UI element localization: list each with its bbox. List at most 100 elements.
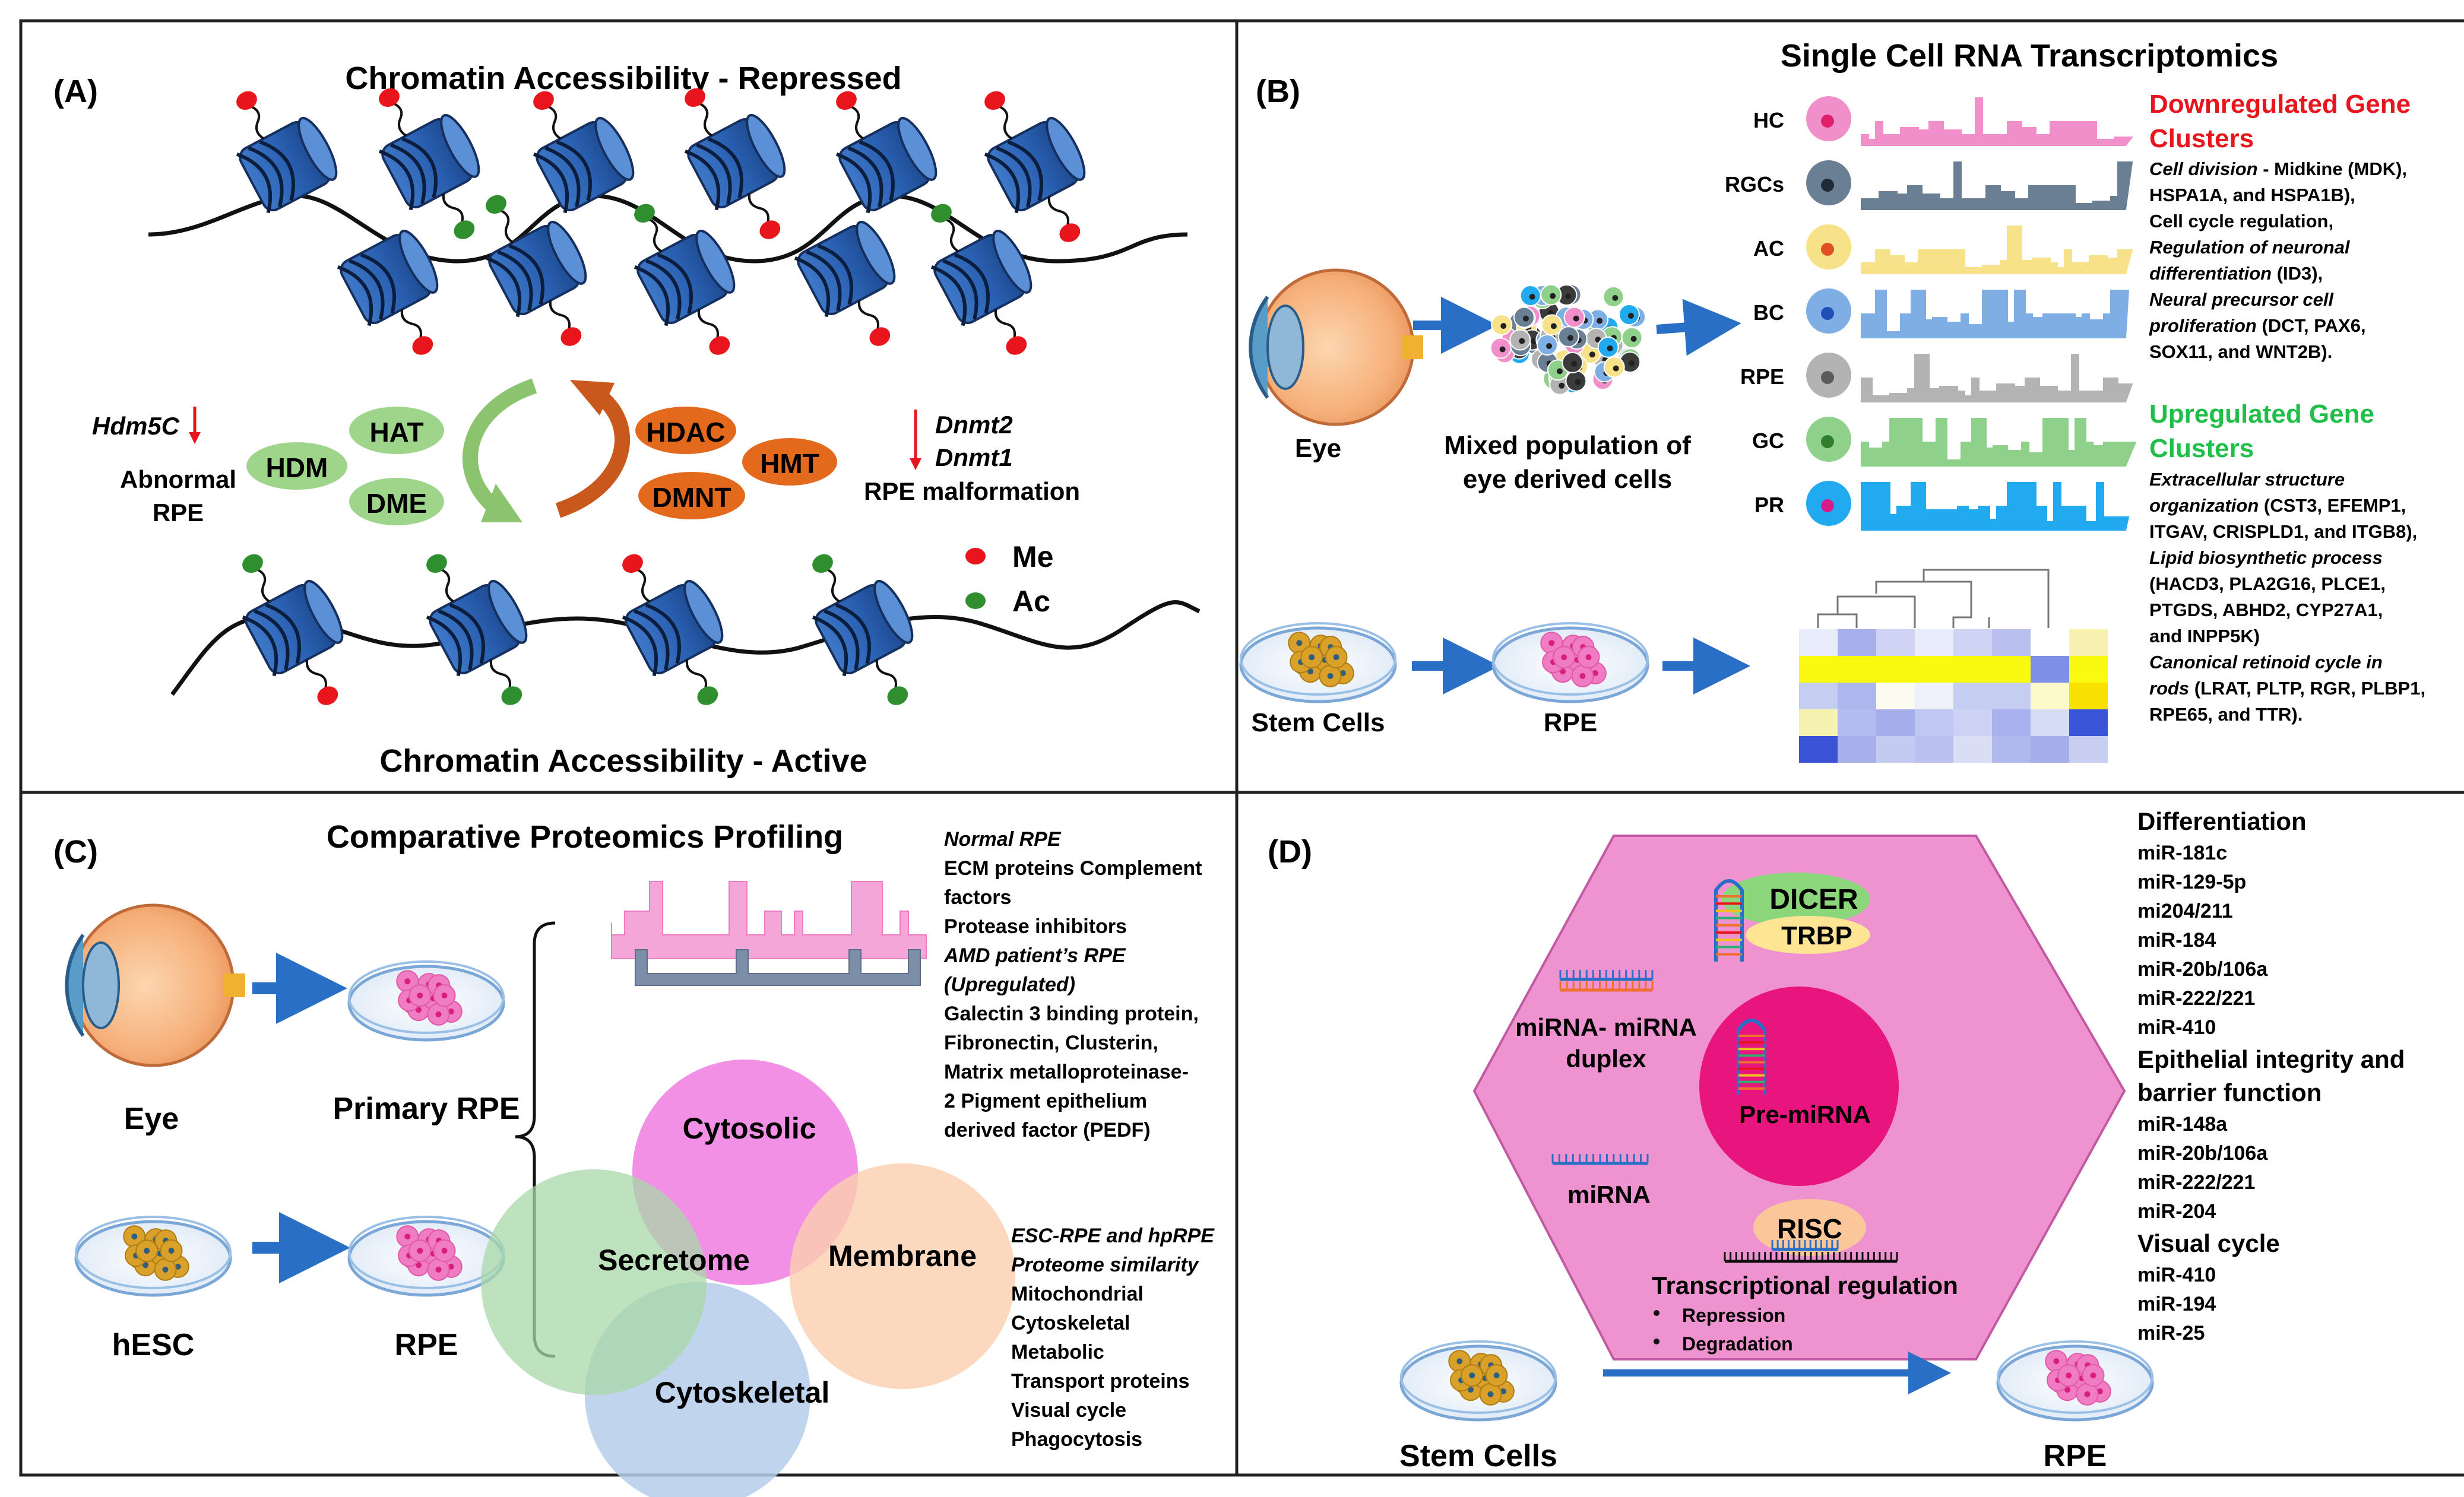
cluster-cell-nucleus [1529, 294, 1535, 300]
nucleosome [835, 91, 938, 214]
dna-wrap [794, 256, 831, 318]
methyl-mark [836, 91, 857, 110]
heatmap-cell [2031, 656, 2069, 683]
heatmap-cell [1953, 656, 1992, 683]
mirna-item: miR-20b/106a [2137, 1142, 2268, 1165]
gene-list-line: Lipid biosynthetic process [2149, 547, 2383, 568]
gene-list-line: PTGDS, ABHD2, CYP27A1, [2149, 600, 2383, 620]
gene-line-rest: (ID3), [2272, 263, 2323, 284]
histone-tail [1047, 196, 1069, 226]
methyl-mark [984, 91, 1005, 110]
methyl-mark [560, 327, 582, 346]
duplex-label-line2: duplex [1566, 1045, 1646, 1073]
cell-type-label: HC [1753, 108, 1784, 132]
heatmap-cell [1876, 683, 1915, 709]
dna-wrap [236, 152, 273, 214]
heatmap-cell [1953, 629, 1992, 656]
nucleosome [533, 91, 635, 214]
histone-tail [549, 300, 571, 330]
gene-dnmt1: Dnmt1 [935, 443, 1013, 471]
cluster-cell-nucleus [1627, 313, 1634, 319]
heatmap-cell [1876, 709, 1915, 736]
histone-tail [635, 567, 651, 603]
expression-track [1861, 418, 2137, 467]
dish-cell-nucleus [1493, 1372, 1500, 1379]
enzyme-hmt-oval [742, 438, 837, 486]
mirna-item: miR-410 [2137, 1016, 2216, 1039]
gene-list-line: SOX11, and WNT2B). [2149, 341, 2332, 362]
venn-cytosolic-label: Cytosolic [682, 1112, 816, 1145]
protein-list-line: Protease inhibitors [944, 915, 1127, 938]
heatmap-cell [1838, 683, 1876, 709]
nucleosome [485, 195, 587, 346]
rpe-label-d: RPE [2044, 1439, 2107, 1473]
heatmap-cell [1953, 709, 1992, 736]
risc-label: RISC [1777, 1213, 1842, 1244]
methyl-mark [759, 220, 781, 239]
nucleosome [984, 91, 1086, 242]
hesc-dish [74, 1216, 232, 1297]
nucleus-circle [1699, 987, 1899, 1186]
expression-track [1861, 97, 2134, 146]
dna-wrap [1007, 140, 1043, 201]
stem-label-b: Stem Cells [1252, 708, 1385, 737]
nucleosome-face [297, 116, 338, 181]
venn-membrane-circle [790, 1163, 1015, 1389]
bullet-repression: Repression [1682, 1305, 1785, 1326]
methyl-mark [1059, 223, 1081, 242]
histone-tail [400, 309, 422, 339]
nucleosome [622, 554, 724, 705]
heatmap-cell [2031, 683, 2069, 709]
gene-list-line: differentiation (ID3), [2149, 263, 2323, 284]
panel-c: (C) Comparative Proteomics Profiling Eye… [53, 819, 1215, 1497]
cluster-cell-nucleus [1550, 293, 1556, 299]
panel-d-letter: (D) [1268, 834, 1312, 870]
enzyme-hdac-oval [635, 407, 736, 454]
histone-tail [489, 659, 511, 689]
mixed-label-line2: eye derived cells [1463, 465, 1672, 494]
cell-type-label: AC [1753, 236, 1784, 261]
cluster-cell-nucleus [1589, 351, 1595, 358]
dna-wrap [378, 149, 415, 211]
heatmap-cell [1915, 683, 1953, 709]
rpe-label-c: RPE [395, 1328, 458, 1362]
cluster-cell-nucleus [1519, 338, 1525, 344]
dish-cell-nucleus [416, 1262, 422, 1268]
histone-tail [857, 300, 879, 330]
acetyl-mark [887, 686, 908, 705]
venn-cytoskeletal-label: Cytoskeletal [655, 1376, 830, 1409]
dish-rim [348, 960, 505, 1034]
expression-track [1861, 226, 2133, 274]
nucleosome [812, 554, 914, 705]
legend-ac-label: Ac [1012, 585, 1050, 618]
heatmap-dendrogram [1817, 569, 2050, 628]
mirna-groups: DifferentiationmiR-181cmiR-129-5pmi204/2… [2137, 807, 2405, 1344]
expression-track [1861, 161, 2133, 210]
acetyl-mark [812, 554, 833, 573]
dna-wrap [847, 146, 883, 207]
protein-list-line: ESC-RPE and hpRPE [1011, 1225, 1215, 1247]
protein-list-line: (Upregulated) [944, 973, 1075, 996]
dna-wrap [954, 253, 990, 314]
mirna-item: miR-194 [2137, 1293, 2216, 1315]
dna-wrap [401, 137, 438, 198]
heatmap-cell [1992, 709, 2031, 736]
cluster-cell-nucleus [1597, 318, 1603, 324]
duplex-label-line1: miRNA- miRNA [1515, 1013, 1697, 1041]
heatmap-cell [1799, 709, 1838, 736]
protein-list-line: Transport proteins [1011, 1370, 1189, 1393]
methyl-mark [317, 686, 338, 705]
cycle-arrowhead-green [481, 484, 522, 522]
heatmap-cell [1876, 656, 1915, 683]
down-gene-list: Cell division - Midkine (MDK),HSPA1A, an… [2149, 158, 2407, 362]
dish-rim [1400, 1340, 1557, 1414]
gene-line-italic: proliferation [2149, 315, 2257, 336]
dish-cell-nucleus [1307, 668, 1313, 675]
panel-d: (D) DICER TRBP Pre-miRNA miRNA- miRNA du… [1268, 807, 2405, 1473]
heatmap-cell [2069, 656, 2108, 683]
dish-cell-nucleus [441, 1248, 448, 1254]
venn-secretome-circle [481, 1169, 707, 1395]
histone-tail [697, 102, 713, 137]
nucleosome [236, 91, 338, 214]
